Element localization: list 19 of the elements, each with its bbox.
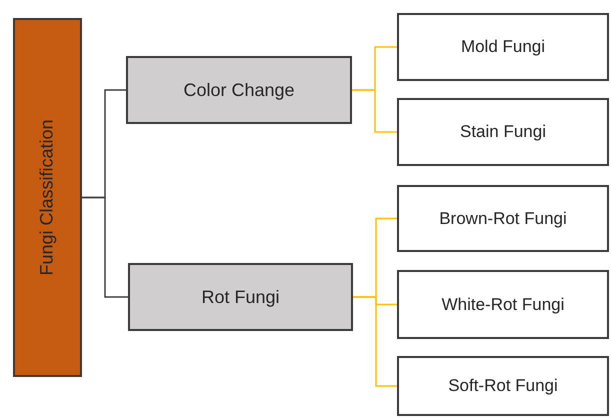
classification-box <box>397 270 609 339</box>
connector-line <box>352 89 397 133</box>
node-label: Color Change <box>183 78 295 102</box>
node-label: Stain Fungi <box>460 121 546 144</box>
classification-box <box>397 98 609 166</box>
classification-box <box>397 356 609 416</box>
node-label: White-Rot Fungi <box>442 294 564 316</box>
connector-line <box>82 196 128 298</box>
node-label: Soft-Rot Fungi <box>448 375 558 398</box>
node-label: Rot Fungi <box>201 286 280 309</box>
category-box <box>13 18 82 377</box>
classification-box <box>128 263 353 331</box>
classification-box <box>126 56 352 124</box>
node-label: Fungi Classification <box>36 119 58 276</box>
node-label: Mold Fungi <box>460 36 546 58</box>
classification-box <box>397 13 609 81</box>
node-label: Brown-Rot Fungi <box>439 208 567 230</box>
classification-box <box>397 185 609 252</box>
connector-line <box>353 296 397 387</box>
